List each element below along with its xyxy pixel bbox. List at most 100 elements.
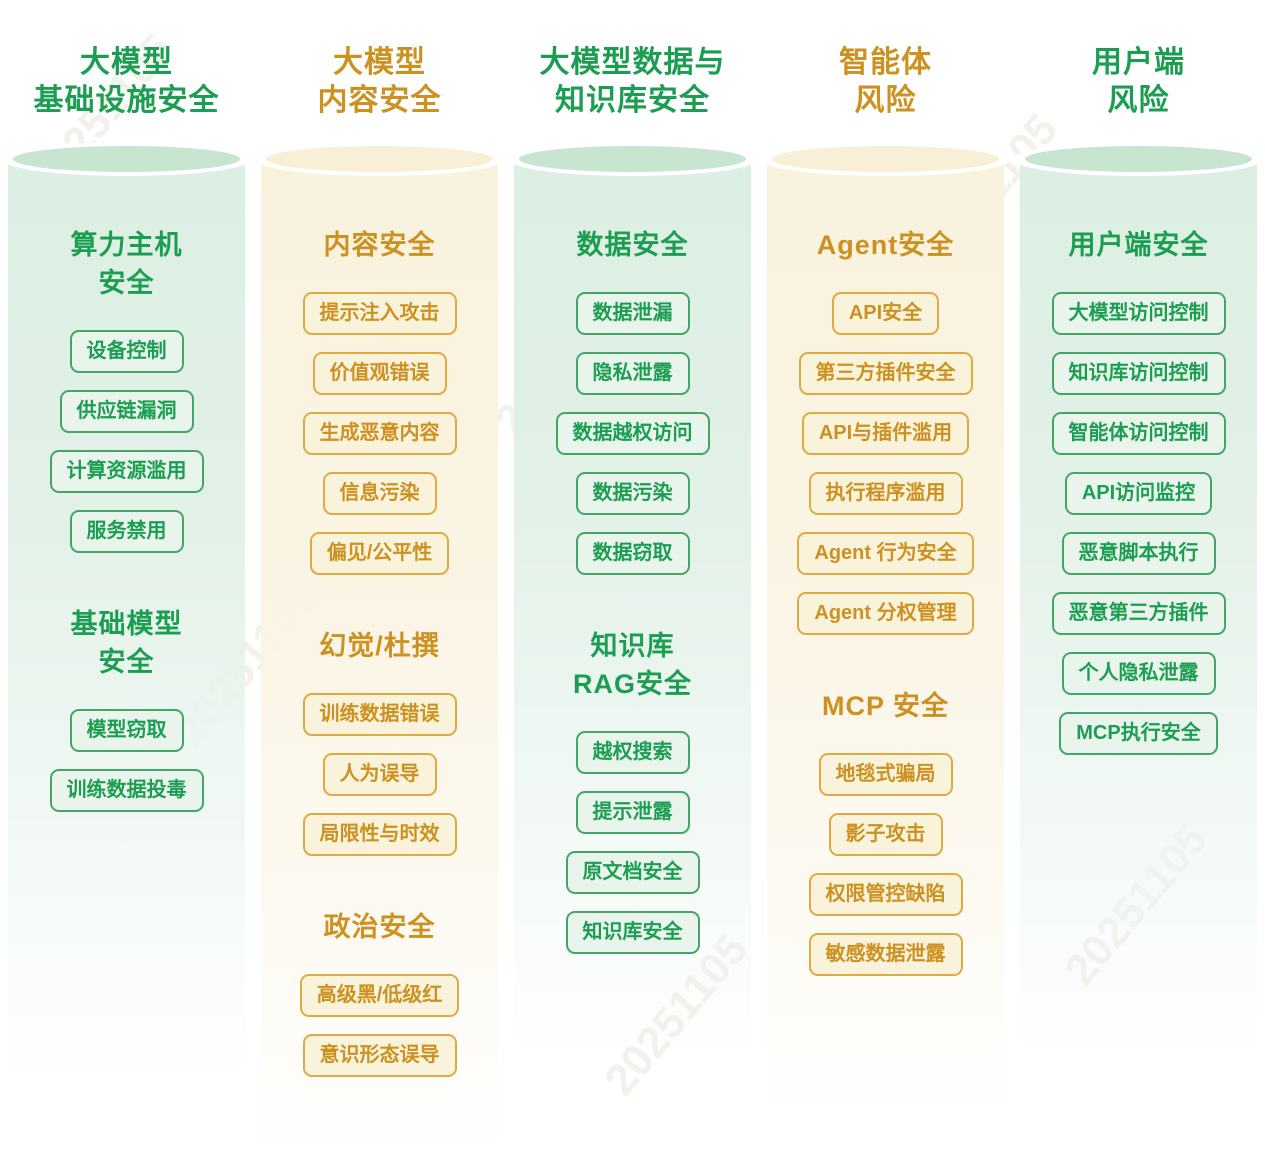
section-title: 基础模型安全 [8, 605, 245, 681]
column-header-line: 大模型 [333, 46, 426, 79]
cylinder-lid [266, 146, 493, 172]
section-title: 政治安全 [261, 908, 498, 946]
risk-section: 基础模型安全模型窃取训练数据投毒 [8, 605, 245, 812]
section-title: 用户端安全 [1020, 226, 1257, 264]
risk-tag: 意识形态误导 [302, 1034, 457, 1077]
risk-tag: 恶意脚本执行 [1061, 532, 1216, 575]
cylinder-lid [772, 146, 999, 172]
risk-section: Agent安全 API安全第三方插件安全 API与插件滥用执行程序滥用 Agent 行… [767, 226, 1004, 635]
cylinder-lid [13, 146, 240, 172]
risk-section: 数据安全数据泄漏隐私泄露数据越权访问数据污染数据窃取 [514, 226, 751, 575]
cylinder-body: Agent安全 API安全第三方插件安全 API与插件滥用执行程序滥用 Agent 行… [759, 142, 1012, 1121]
cylinder-body: 算力主机安全设备控制供应链漏洞计算资源滥用服务禁用基础模型安全模型窃取训练数据投… [0, 142, 253, 1086]
risk-section: MCP 安全地毯式骗局影子攻击权限管控缺陷敏感数据泄露 [767, 687, 1004, 976]
column-llm-data-knowledge-base-security: 大模型数据与知识库安全数据安全数据泄漏隐私泄露数据越权访问数据污染数据窃取知识库… [506, 0, 759, 1161]
risk-tag: 人为误导 [322, 753, 437, 796]
section-title-line: 安全 [98, 268, 155, 298]
risk-section: 幻觉/杜撰训练数据错误人为误导局限性与时效 [261, 627, 498, 856]
column-header-line: 大模型数据与 [539, 46, 726, 79]
section-title-line: MCP 安全 [821, 691, 949, 721]
risk-tag: 计算资源滥用 [49, 450, 204, 493]
section-title-line: 基础模型 [70, 609, 183, 639]
risk-tag: 训练数据错误 [302, 693, 457, 736]
cylinder-lid [1025, 146, 1252, 172]
risk-tag: 训练数据投毒 [49, 769, 204, 812]
risk-tag: 执行程序滥用 [808, 472, 963, 515]
column-header-line: 风险 [854, 84, 917, 117]
risk-tag: 原文档安全 [565, 851, 700, 894]
risk-section: 政治安全高级黑/低级红意识形态误导 [261, 908, 498, 1077]
risk-tag: 知识库安全 [565, 911, 700, 954]
column-header: 智能体风险 [767, 0, 1004, 146]
cylinder-body: 内容安全提示注入攻击价值观错误生成恶意内容信息污染偏见/公平性幻觉/杜撰训练数据… [253, 142, 506, 1161]
risk-tag: 影子攻击 [828, 813, 943, 856]
risk-tag: 设备控制 [69, 330, 184, 373]
risk-tag: 数据越权访问 [555, 412, 710, 455]
risk-tag: 权限管控缺陷 [808, 873, 963, 916]
section-title: 知识库 RAG安全 [514, 627, 751, 703]
risk-tag: API访问监控 [1064, 472, 1213, 515]
risk-tag: 提示泄露 [575, 791, 690, 834]
section-title-line: 政治安全 [323, 912, 436, 942]
column-llm-content-security: 大模型内容安全内容安全提示注入攻击价值观错误生成恶意内容信息污染偏见/公平性幻觉… [253, 0, 506, 1161]
column-header: 用户端风险 [1020, 0, 1257, 146]
risk-tag: 敏感数据泄露 [808, 933, 963, 976]
section-title: MCP 安全 [767, 687, 1004, 725]
column-header-line: 智能体 [839, 46, 932, 79]
section-title-line: RAG安全 [573, 669, 692, 699]
risk-tag: 大模型访问控制 [1051, 292, 1226, 335]
risk-section: 算力主机安全设备控制供应链漏洞计算资源滥用服务禁用 [8, 226, 245, 553]
risk-tag: 局限性与时效 [302, 813, 457, 856]
risk-tag: 偏见/公平性 [309, 532, 450, 575]
column-header-line: 知识库安全 [555, 84, 710, 117]
risk-tag: 越权搜索 [575, 731, 690, 774]
risk-tag: 恶意第三方插件 [1051, 592, 1226, 635]
risk-tag: API安全 [831, 292, 940, 335]
risk-tag: 隐私泄露 [575, 352, 690, 395]
section-title-line: 知识库 [590, 631, 675, 661]
risk-tag: 智能体访问控制 [1051, 412, 1226, 455]
risk-tag: 个人隐私泄露 [1061, 652, 1216, 695]
risk-tag: 价值观错误 [312, 352, 447, 395]
section-title-line: 数据安全 [576, 230, 689, 260]
risk-tag: Agent 行为安全 [797, 532, 974, 575]
section-title: 算力主机安全 [8, 226, 245, 302]
section-title-line: 幻觉/杜撰 [319, 631, 440, 661]
column-header-line: 基础设施安全 [33, 84, 220, 117]
section-title-line: 算力主机 [70, 230, 183, 260]
section-title: Agent安全 [767, 226, 1004, 264]
column-header: 大模型基础设施安全 [8, 0, 245, 146]
cylinder-lid [519, 146, 746, 172]
risk-tag: 第三方插件安全 [798, 352, 973, 395]
risk-tag: 高级黑/低级红 [299, 974, 460, 1017]
section-title-line: 安全 [98, 647, 155, 677]
column-header: 大模型内容安全 [261, 0, 498, 146]
risk-tag: 供应链漏洞 [59, 390, 194, 433]
section-title: 数据安全 [514, 226, 751, 264]
section-title: 幻觉/杜撰 [261, 627, 498, 665]
column-header-line: 内容安全 [317, 84, 442, 117]
risk-tag: MCP执行安全 [1059, 712, 1218, 755]
column-header: 大模型数据与知识库安全 [514, 0, 751, 146]
risk-tag: 信息污染 [322, 472, 437, 515]
risk-tag: API与插件滥用 [801, 412, 970, 455]
column-header-line: 用户端 [1092, 46, 1185, 79]
risk-tag: 数据污染 [575, 472, 690, 515]
section-title: 内容安全 [261, 226, 498, 264]
risk-tag: 数据泄漏 [575, 292, 690, 335]
risk-tag: Agent 分权管理 [797, 592, 974, 635]
column-header-line: 大模型 [80, 46, 173, 79]
section-title-line: Agent安全 [816, 230, 955, 260]
section-title-line: 内容安全 [323, 230, 436, 260]
section-title-line: 用户端安全 [1068, 230, 1209, 260]
column-header-line: 风险 [1107, 84, 1170, 117]
risk-tag: 模型窃取 [69, 709, 184, 752]
risk-tag: 地毯式骗局 [818, 753, 953, 796]
